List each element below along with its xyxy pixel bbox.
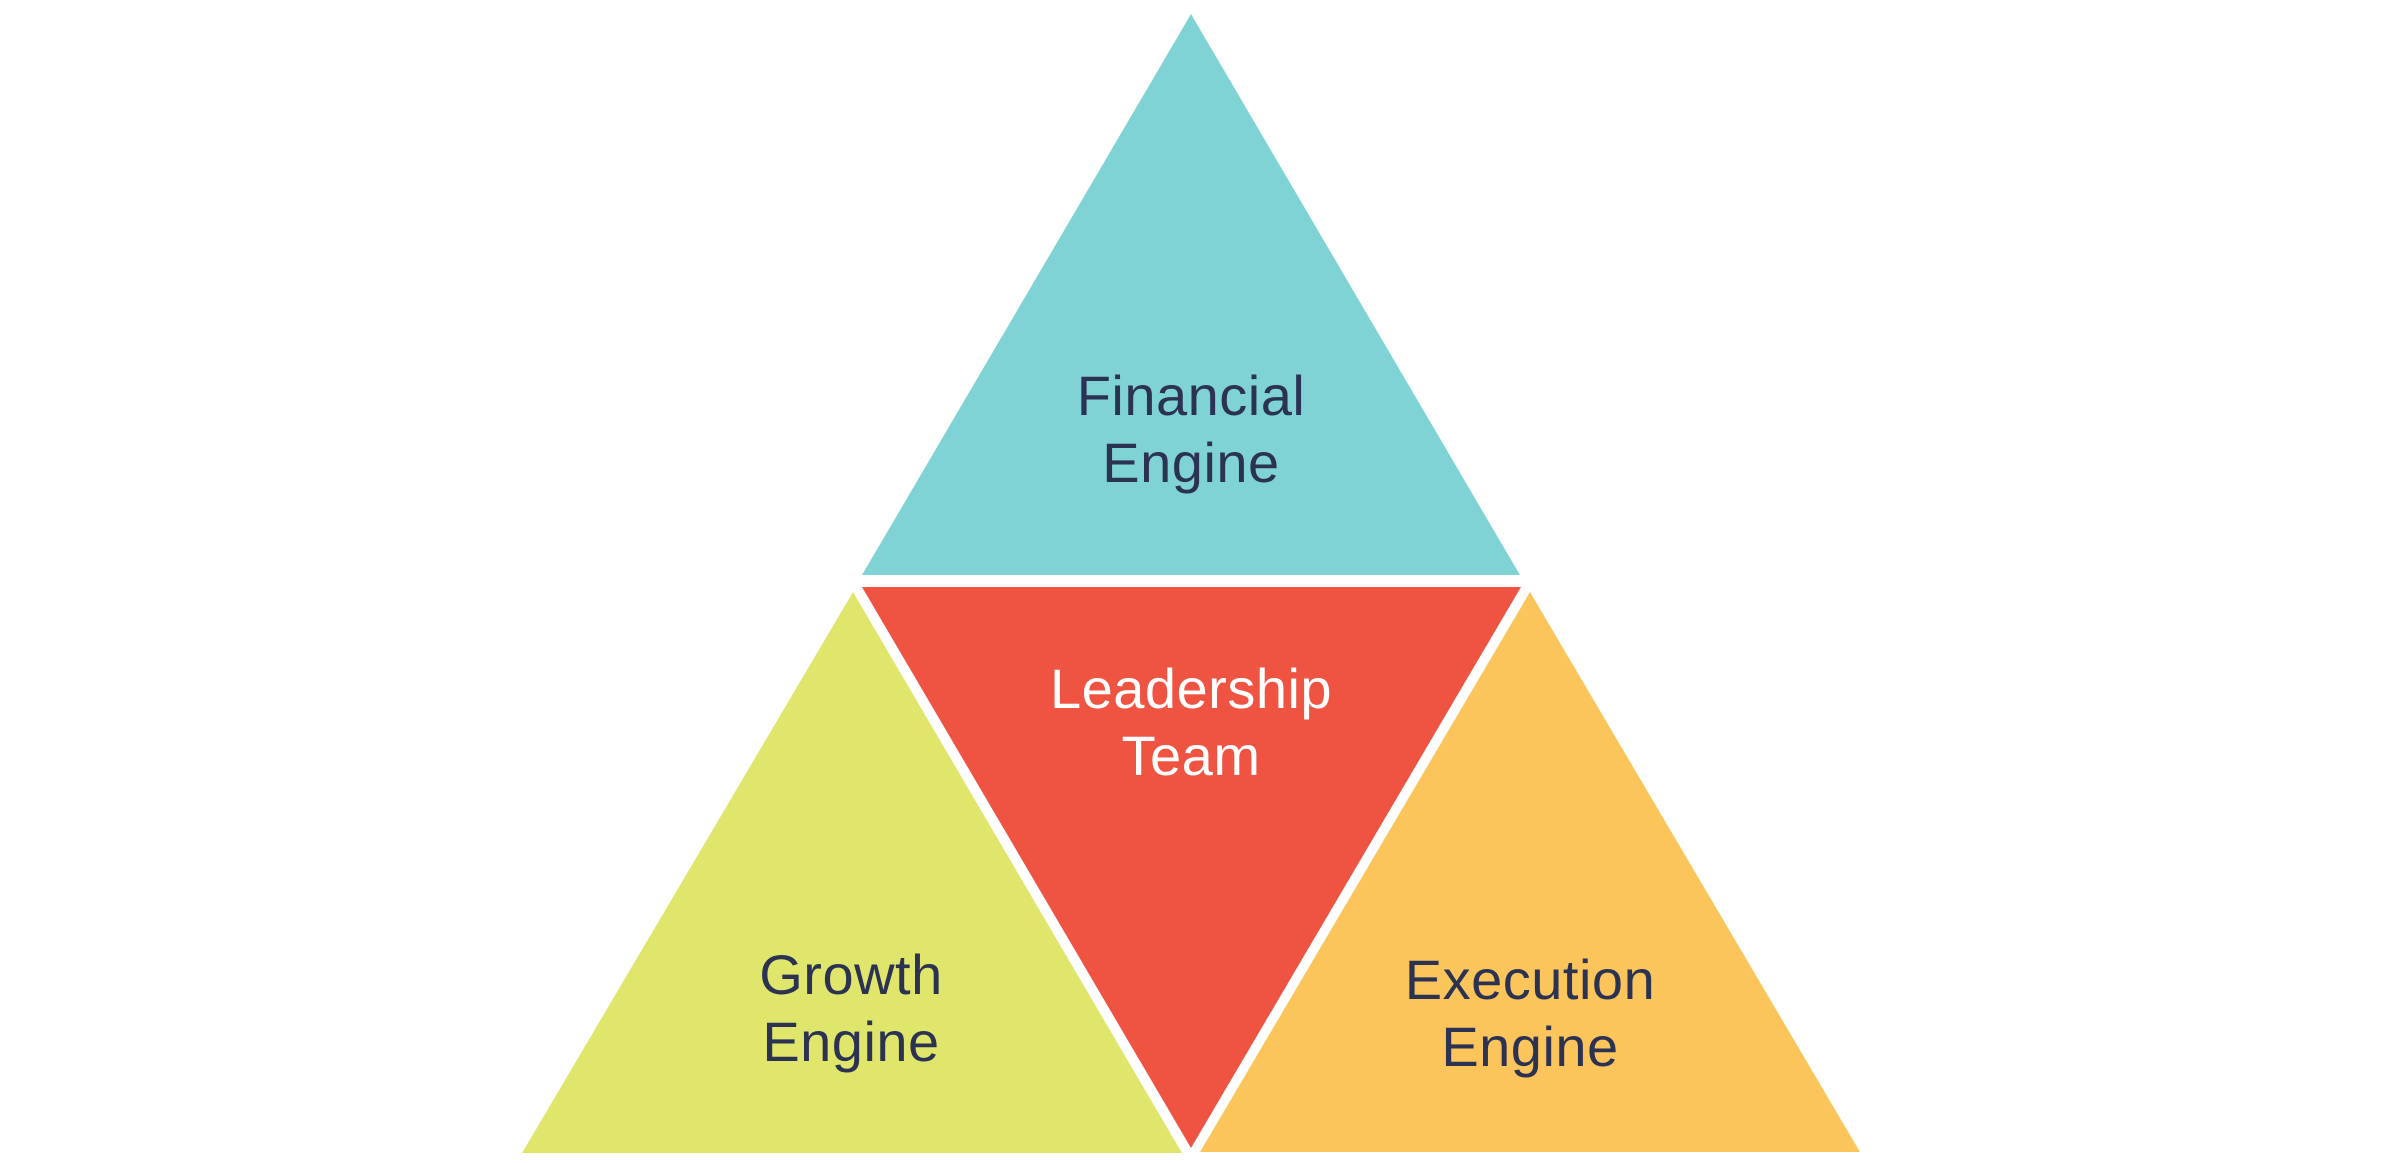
execution-engine-label-line-2: Engine (1441, 1015, 1619, 1078)
growth-engine-label-line-1: Growth (759, 943, 943, 1006)
financial-engine-label-line-1: Financial (1076, 364, 1306, 427)
growth-engine-label: Growth Engine (759, 941, 943, 1075)
leadership-team-label: Leadership Team (1050, 655, 1332, 789)
leadership-team-label-line-2: Team (1121, 724, 1261, 787)
financial-engine-label: Financial Engine (1077, 362, 1306, 496)
leadership-team-label-line-1: Leadership (1049, 657, 1333, 720)
growth-engine-label-line-2: Engine (762, 1010, 940, 1073)
growth-engine-triangle (522, 592, 1182, 1153)
execution-engine-label: Execution Engine (1405, 946, 1655, 1080)
execution-engine-triangle (1200, 592, 1860, 1152)
leadership-team-triangle (862, 587, 1521, 1148)
execution-engine-label-line-1: Execution (1404, 948, 1656, 1011)
financial-engine-triangle (862, 14, 1520, 575)
financial-engine-label-line-2: Engine (1102, 431, 1280, 494)
